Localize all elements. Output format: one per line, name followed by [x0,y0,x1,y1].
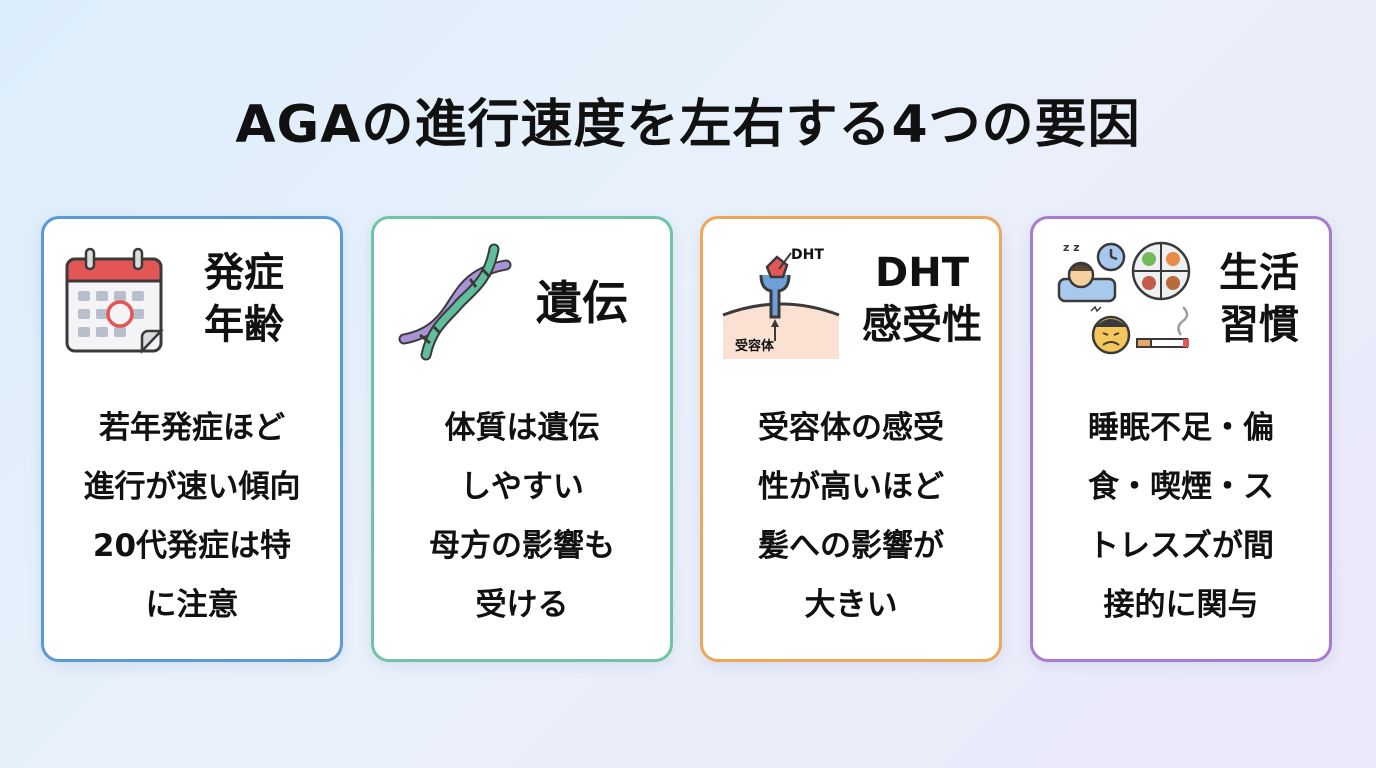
card-description: 受容体の感受 性が高いほど 髪への影響が 大きい [758,410,944,623]
receptor-icon [722,252,840,359]
factor-card-genetics: 遺伝 体質は遺伝 しやすい 母方の影響も 受ける [371,216,673,662]
sleep-icon: z z [1057,241,1117,303]
factor-card-dht-sensitivity: DHT 受容体 DHT 感受性 受容体の感受 性が高いほど 髪への影響が 大きい [700,216,1002,662]
food-plate-icon [1131,241,1191,301]
calendar-icon [65,247,164,355]
lifestyle-icons: z z [1057,241,1191,355]
clock-icon [1096,242,1126,272]
cigarette-icon [1136,306,1189,348]
card-description: 若年発症ほど 進行が速い傾向 20代発症は特 に注意 [83,410,301,623]
card-description: 睡眠不足・偏 食・喫煙・ス トレスズが間 接的に関与 [1088,410,1274,623]
dht-tag: DHT [791,247,824,263]
dna-icon [398,243,512,361]
stress-face-icon [1090,305,1131,355]
page-title: AGAの進行速度を左右する4つの要因 [235,95,1141,155]
factor-card-lifestyle: z z [1030,216,1332,662]
card-heading: 遺伝 [536,276,628,330]
factor-card-onset-age: 発症 年齢 若年発症ほど 進行が速い傾向 20代発症は特 に注意 [41,216,343,662]
card-heading: 発症 年齢 [204,250,284,348]
card-description: 体質は遺伝 しやすい 母方の影響も 受ける [429,410,615,623]
receptor-tag: 受容体 [735,339,775,354]
svg-text:z z: z z [1063,241,1080,254]
card-heading: DHT 感受性 [862,250,982,348]
card-heading: 生活 習慣 [1219,250,1299,348]
